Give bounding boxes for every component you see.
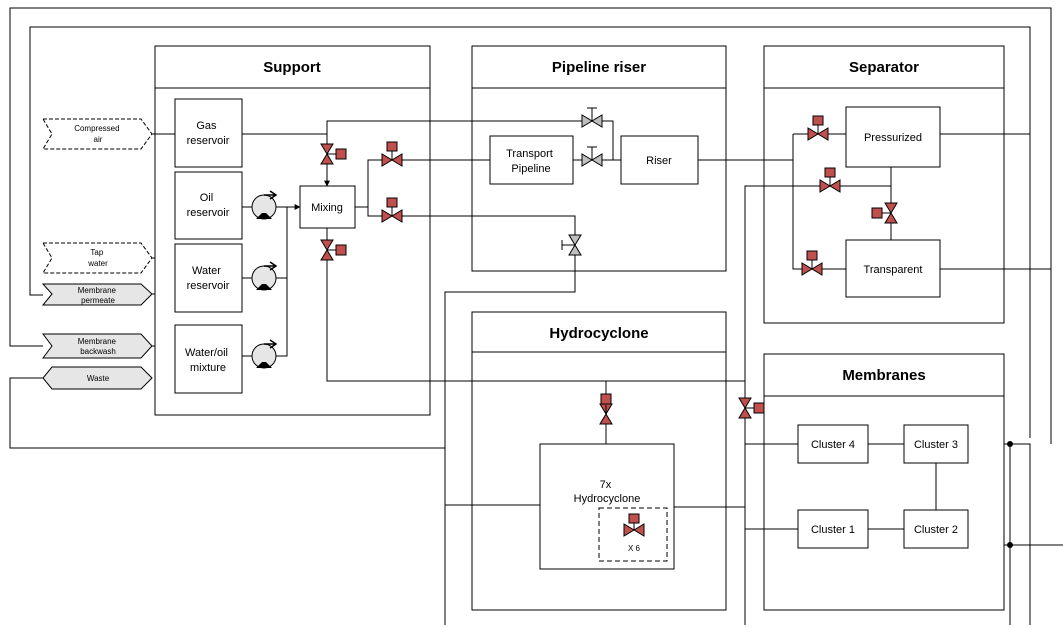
hydrocyclone-valve-group: [598, 507, 668, 562]
control-valve-icon[interactable]: [801, 250, 823, 276]
svg-text:Compressed air: Compressed air: [74, 124, 122, 144]
mixing-label: Mixing: [311, 202, 343, 214]
permeate-line: [29, 26, 1031, 438]
control-valve-icon[interactable]: [599, 393, 613, 425]
support-title: Support: [263, 59, 321, 76]
control-valve-icon[interactable]: [623, 513, 645, 537]
oil-pump-icon: [251, 190, 278, 220]
control-valve-icon[interactable]: [807, 115, 829, 141]
pressurized-box: [845, 106, 941, 168]
svg-text:Waste: Waste: [87, 374, 110, 383]
membrane-permeate-terminal: Membrane permeate: [41, 283, 153, 306]
oil-reservoir-box: [174, 171, 243, 240]
cluster-4-label: Cluster 4: [811, 439, 855, 451]
pipeline-riser-title: Pipeline riser: [552, 59, 646, 76]
transparent-box: [845, 239, 941, 298]
hydrocyclone-title: Hydrocyclone: [549, 325, 648, 342]
control-valve-icon[interactable]: [871, 202, 898, 224]
svg-text:Tap water: Tap water: [87, 248, 108, 268]
pressurized-label: Pressurized: [864, 132, 922, 144]
membranes-section: [763, 353, 1005, 611]
cluster-3-box: [903, 424, 969, 464]
separator-title: Separator: [849, 59, 919, 76]
water-reservoir-label: Water reservoir: [187, 265, 230, 292]
water-reservoir-box: [174, 243, 243, 313]
membrane-backwash-terminal: Membrane backwash: [42, 333, 153, 359]
cluster-1-box: [797, 509, 869, 549]
membranes-title: Membranes: [842, 367, 925, 384]
cluster-4-box: [797, 424, 869, 464]
cluster-2-box: [903, 509, 969, 549]
control-valve-icon[interactable]: [320, 239, 347, 261]
waste-terminal: Waste: [42, 366, 153, 390]
hydrocyclone-unit-label: 7x Hydrocyclone: [574, 479, 641, 505]
water-oil-mixture-label: Water/oil mixture: [185, 347, 231, 374]
junctions: [1007, 441, 1013, 548]
control-valve-icon[interactable]: [819, 167, 841, 193]
mixture-pump-icon: [251, 339, 278, 369]
riser-label: Riser: [646, 155, 672, 167]
transparent-label: Transparent: [864, 264, 923, 276]
oil-reservoir-label: Oil reservoir: [187, 192, 230, 219]
hydrocyclone-unit-box: [539, 443, 675, 570]
control-valve-icon[interactable]: [381, 197, 403, 223]
valve-count-label: X 6: [628, 544, 641, 553]
water-pump-icon: [251, 261, 278, 291]
svg-text:Membrane backwash: Membrane backwash: [78, 337, 118, 356]
gas-reservoir-box: [174, 98, 243, 168]
riser-box: [620, 135, 699, 185]
cluster-2-label: Cluster 2: [914, 524, 958, 536]
cluster-3-label: Cluster 3: [914, 439, 958, 451]
control-valve-icon[interactable]: [738, 397, 765, 419]
water-oil-mixture-box: [174, 324, 243, 394]
junction-dot: [1007, 542, 1013, 548]
mixing-box: [299, 185, 356, 229]
control-valve-icon[interactable]: [320, 143, 347, 165]
control-valve-icon[interactable]: [381, 141, 403, 167]
compressed-air-terminal: Compressed air: [42, 118, 153, 150]
junction-dot: [1007, 441, 1013, 447]
manual-valve-icon[interactable]: [581, 146, 603, 167]
transport-pipeline-label: Transport Pipeline: [506, 148, 556, 175]
manual-valve-icon[interactable]: [581, 107, 603, 128]
manual-valve-icon[interactable]: [561, 234, 582, 256]
gas-reservoir-label: Gas reservoir: [187, 120, 230, 147]
tap-water-terminal: Tap water: [42, 242, 153, 274]
cluster-1-label: Cluster 1: [811, 524, 855, 536]
transport-pipeline-box: [489, 135, 574, 185]
svg-text:Membrane permeate: Membrane permeate: [78, 286, 118, 305]
backwash-line: [9, 7, 1052, 444]
